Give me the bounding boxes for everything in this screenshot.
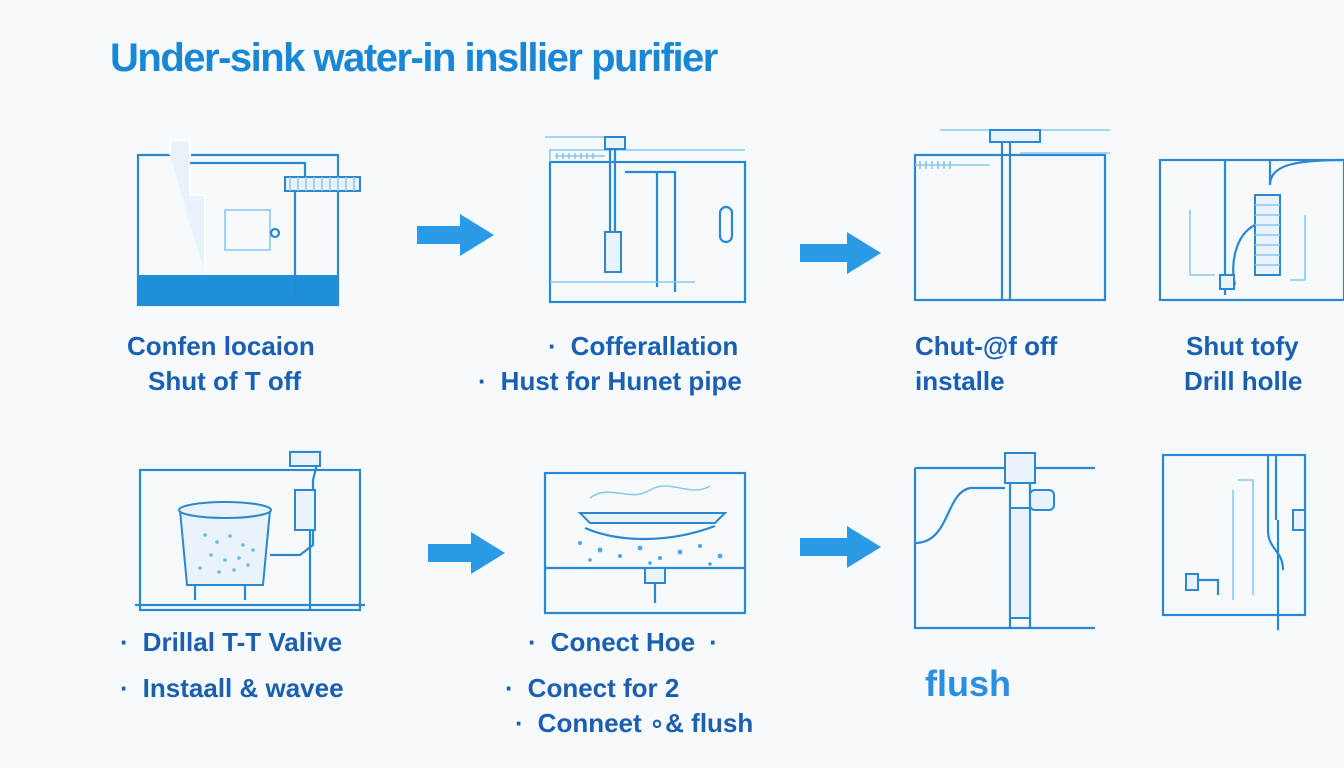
step1-caption-line1: Confen locaion: [127, 331, 315, 361]
step6-caption-line1: ·Conect Hoe·: [528, 627, 718, 657]
step3-illustration: [913, 129, 1110, 302]
step1-caption-line2: Shut of T off: [148, 366, 302, 396]
step3-caption-line2: installe: [915, 366, 1005, 396]
step5-illustration: [135, 450, 365, 612]
bullet-icon: ·: [515, 708, 524, 738]
step3-caption-line1: Chut-@f off: [915, 331, 1058, 361]
step2-caption-line2: ·Hust for Hunet pipe: [478, 366, 742, 396]
step6-caption-line3: ·Conneet ∘& flush: [515, 708, 754, 738]
bullet-icon: ·: [505, 673, 514, 703]
step2-caption-line1: ·Cofferallation: [548, 331, 739, 361]
arrow-right-icon: [428, 532, 505, 574]
bullet-icon: ·: [120, 673, 129, 703]
step5-caption-line2: ·Instaall & wavee: [120, 673, 344, 703]
step1-illustration: [136, 139, 361, 307]
bullet-icon: ·: [528, 627, 537, 657]
step4-caption-line1: Shut tofy: [1186, 331, 1299, 361]
step8-illustration: [1161, 453, 1307, 630]
step4-caption-line2: Drill holle: [1184, 366, 1303, 396]
step7-caption: flush: [925, 663, 1011, 704]
page-title: Under-sink water-in insllier purifier: [110, 36, 718, 80]
step6-illustration: [543, 471, 747, 615]
step5-caption-line1: ·Drillal T-T Valive: [120, 627, 343, 657]
step4-illustration: [1158, 158, 1344, 302]
step2-illustration: [545, 136, 747, 304]
step6-caption-line2: ·Conect for 2: [505, 673, 680, 703]
arrow-right-icon: [417, 214, 494, 256]
bullet-icon: ·: [478, 366, 487, 396]
bullet-icon: ·: [709, 627, 718, 657]
step7-illustration: [913, 452, 1095, 630]
bullet-icon: ·: [120, 627, 129, 657]
arrow-right-icon: [800, 232, 881, 274]
arrow-right-icon: [800, 526, 881, 568]
bullet-icon: ·: [548, 331, 557, 361]
